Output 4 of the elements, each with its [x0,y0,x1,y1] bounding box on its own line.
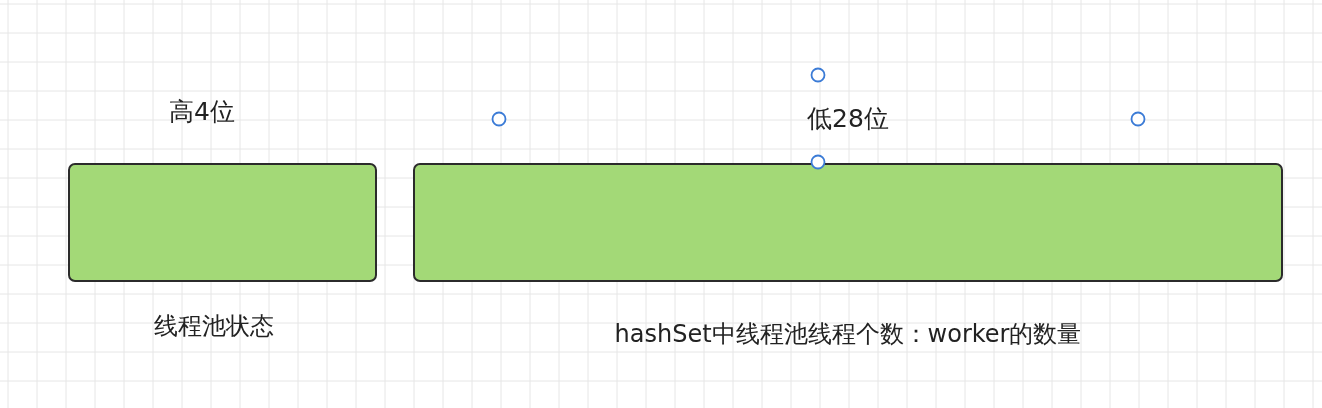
node-label: 线程池状态 [154,311,274,342]
bit-label: 高4位 [169,96,235,128]
node-label: hashSet中线程池线程个数：worker的数量 [614,319,1082,350]
bit-label: 低28位 [807,103,889,135]
